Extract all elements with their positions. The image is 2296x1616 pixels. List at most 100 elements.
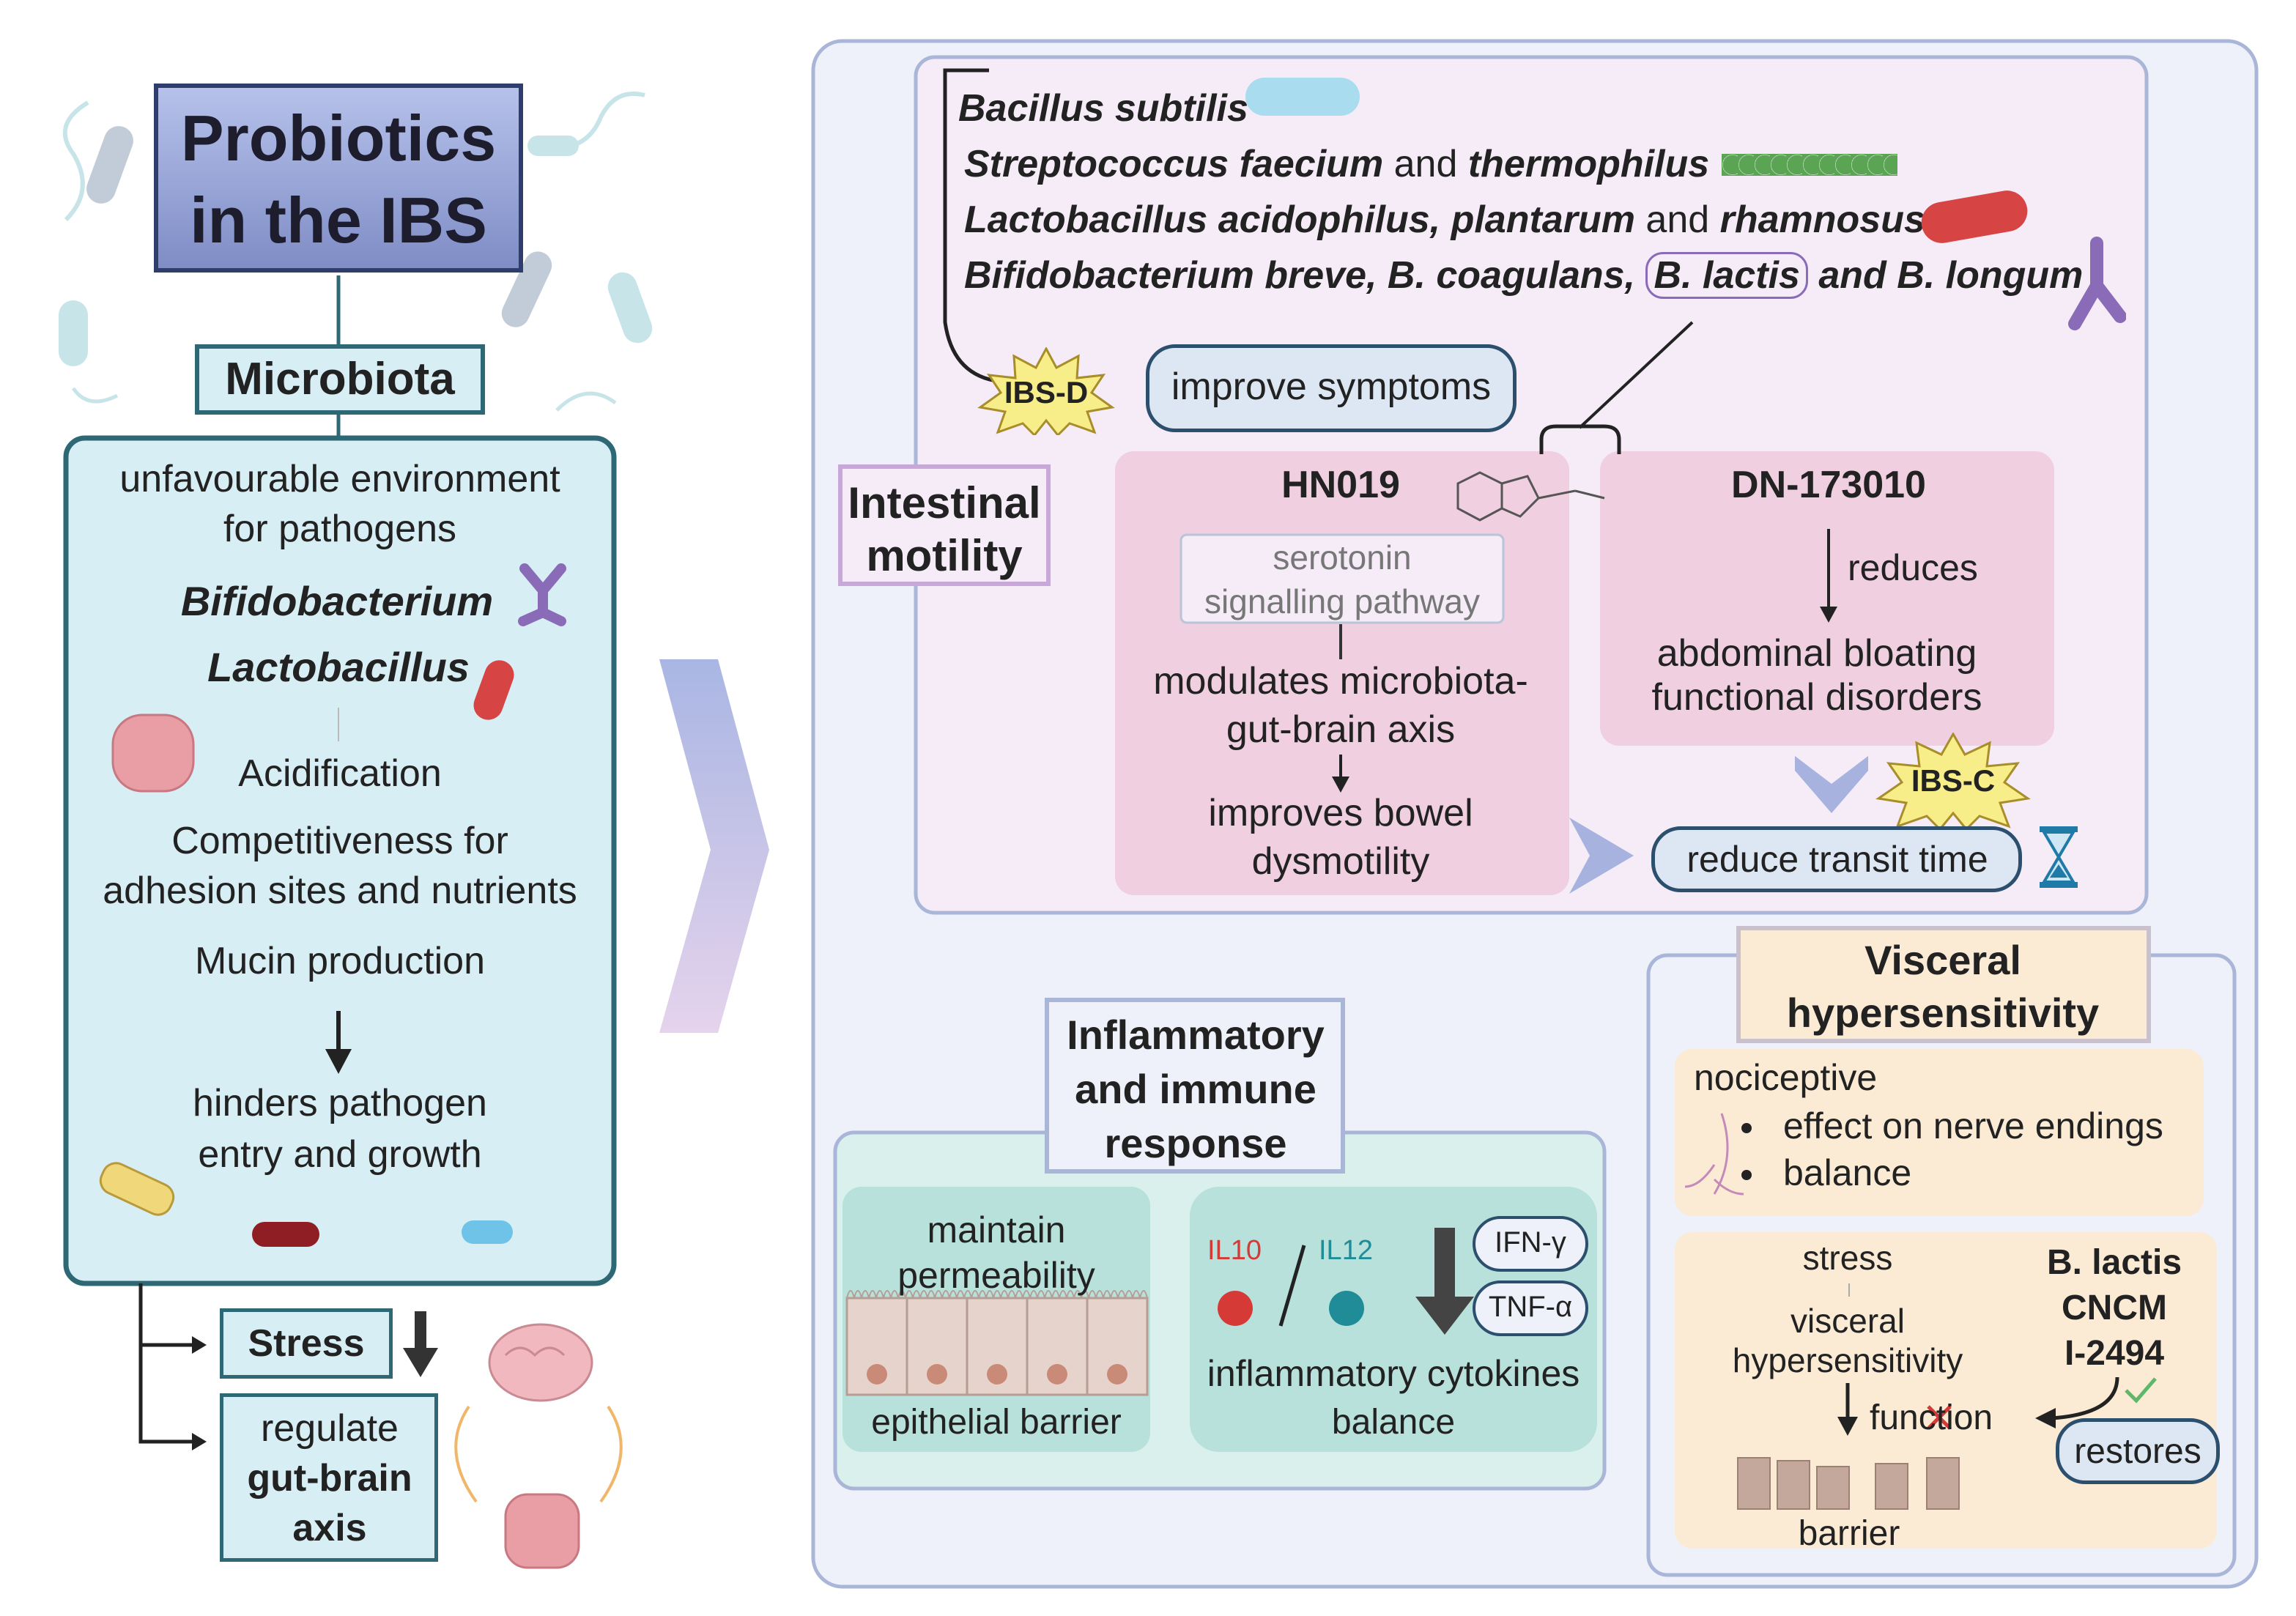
strain-line3: I-2494	[2064, 1334, 2165, 1373]
improves-line2: dysmotility	[1251, 840, 1430, 883]
visceral-stress: stress	[1802, 1239, 1893, 1277]
title-line2: in the IBS	[190, 184, 487, 256]
bloating-line1: abdominal bloating	[1656, 632, 1977, 675]
species-b-longum: B. longum	[1897, 254, 2084, 297]
species-and-1: and	[1383, 143, 1468, 185]
serotonin-box	[1180, 533, 1505, 624]
bloating-line2: functional disorders	[1651, 676, 1982, 719]
nociceptive-box	[1675, 1049, 2204, 1216]
streptococcus-chain-icon	[1722, 154, 1897, 176]
motility-label-box	[838, 464, 1051, 586]
barrier-cells-icon	[1737, 1457, 1960, 1510]
il12-label: IL12	[1319, 1235, 1373, 1266]
down-chevron-icon	[1795, 756, 1868, 813]
strain-line1: B. lactis	[2046, 1243, 2182, 1282]
cross-icon	[1927, 1405, 1952, 1430]
inflammatory-label-line1: Inflammatory	[1067, 1012, 1325, 1058]
restores-label: restores	[2074, 1432, 2201, 1471]
inflammatory-label-line3: response	[1104, 1120, 1287, 1166]
gutbrain-line1: regulate	[261, 1407, 399, 1450]
improve-symptoms-label: improve symptoms	[1171, 366, 1492, 408]
title-line1: Probiotics	[180, 102, 497, 174]
gutbrain-line3: axis	[292, 1507, 367, 1549]
species-b-lactis: B. lactis	[1645, 252, 1808, 299]
ibsd-badge	[977, 347, 1115, 435]
stress-box	[220, 1308, 393, 1379]
bifidobacterium-longum-icon	[2067, 234, 2126, 337]
improve-symptoms-pill	[1146, 344, 1517, 432]
brain-icon	[488, 1323, 593, 1402]
species-rhamnosus: rhamnosus	[1719, 199, 1925, 241]
visceral-label-line2: hypersensitivity	[1786, 990, 2100, 1036]
stress-label: Stress	[248, 1322, 365, 1365]
gut-brain-cycle-icon	[454, 1323, 623, 1569]
big-down-arrow-icon	[1415, 1228, 1474, 1335]
ibsc-badge	[1875, 733, 2031, 829]
species-bifidobacterium-line: Bifidobacterium breve, B. coagulans, B. …	[964, 252, 2084, 299]
serotonin-line1: serotonin	[1273, 538, 1412, 577]
modulates-line1: modulates microbiota-	[1153, 660, 1528, 703]
hinders-line1: hinders pathogen	[193, 1082, 487, 1124]
nociceptive-bullet1: effect on nerve endings	[1783, 1105, 2163, 1146]
reduces-label: reduces	[1848, 547, 1978, 588]
intestine-small-icon	[111, 714, 195, 793]
il10-circle-icon	[1218, 1291, 1253, 1326]
compet-line2: adhesion sites and nutrients	[103, 870, 577, 912]
species-and-2: and	[1634, 199, 1720, 241]
dn173010-label: DN-173010	[1731, 464, 1926, 506]
cytokines-label: inflammatory cytokines	[1207, 1353, 1580, 1394]
species-lactobacillus-line: Lactobacillus acidophilus, plantarum and…	[964, 198, 1925, 242]
inflammatory-label-box	[1045, 998, 1345, 1174]
species-thermophilus: thermophilus	[1467, 143, 1710, 185]
motility-label-line1: Intestinal	[848, 478, 1041, 527]
intestine-icon	[504, 1493, 580, 1569]
maintain-line1: maintain	[927, 1209, 1066, 1250]
vh-line1: visceral	[1790, 1302, 1905, 1340]
species-streptococcus-line: Streptococcus faecium and thermophilus	[964, 142, 1709, 186]
barrier-label: barrier	[1798, 1514, 1900, 1553]
chevron-arrow-icon	[659, 659, 769, 1033]
microbiota-label: Microbiota	[225, 354, 455, 404]
microbiota-box	[63, 435, 617, 1286]
maintain-line2: permeability	[897, 1255, 1095, 1296]
env-line2: for pathogens	[223, 508, 457, 550]
ifn-pill	[1473, 1216, 1588, 1272]
checkmark-icon	[2125, 1377, 2157, 1404]
strain-line2: CNCM	[2062, 1289, 2167, 1327]
restores-pill	[2056, 1418, 2220, 1484]
epithelial-cells-icon	[845, 1290, 1149, 1396]
vh-line2: hypersensitivity	[1732, 1341, 1963, 1379]
hinders-line2: entry and growth	[198, 1133, 482, 1176]
transit-time-label: reduce transit time	[1686, 839, 1988, 880]
il10-label: IL10	[1207, 1235, 1262, 1266]
hn019-label: HN019	[1281, 464, 1400, 506]
improves-line1: improves bowel	[1208, 792, 1473, 834]
stress-down-arrow-icon	[403, 1311, 438, 1377]
gutbrain-box	[220, 1393, 438, 1562]
tnf-label: TNF-α	[1488, 1291, 1573, 1323]
background-bacteria-decoration	[59, 92, 653, 412]
visceral-label-line1: Visceral	[1864, 937, 2021, 983]
tnf-pill	[1473, 1280, 1588, 1336]
nociceptive-label: nociceptive	[1694, 1057, 1878, 1098]
microbiota-label-box	[195, 344, 485, 415]
cytokine-balance-label: balance	[1331, 1403, 1456, 1442]
mucin: Mucin production	[195, 940, 485, 982]
gutbrain-line2: gut-brain	[247, 1457, 412, 1500]
il12-circle-icon	[1329, 1291, 1364, 1326]
bifidobacterium-icon	[517, 561, 569, 627]
epithelial-label: epithelial barrier	[871, 1403, 1122, 1442]
inflammatory-label-line2: and immune	[1075, 1066, 1317, 1112]
serotonin-molecule-icon	[1456, 471, 1605, 522]
title-box	[154, 84, 523, 273]
genus-bifidobacterium: Bifidobacterium	[180, 578, 494, 624]
ifn-label: IFN-γ	[1495, 1226, 1566, 1259]
acidification: Acidification	[238, 752, 442, 795]
pathogen-red-icon	[252, 1222, 319, 1247]
env-line1: unfavourable environment	[119, 458, 560, 500]
nociceptive-bullet2: balance	[1783, 1152, 1912, 1193]
function-label: function	[1870, 1398, 1993, 1437]
compet-line1: Competitiveness for	[171, 820, 508, 862]
transit-time-pill	[1651, 826, 2022, 892]
ibsc-label: IBS-C	[1911, 763, 1996, 798]
